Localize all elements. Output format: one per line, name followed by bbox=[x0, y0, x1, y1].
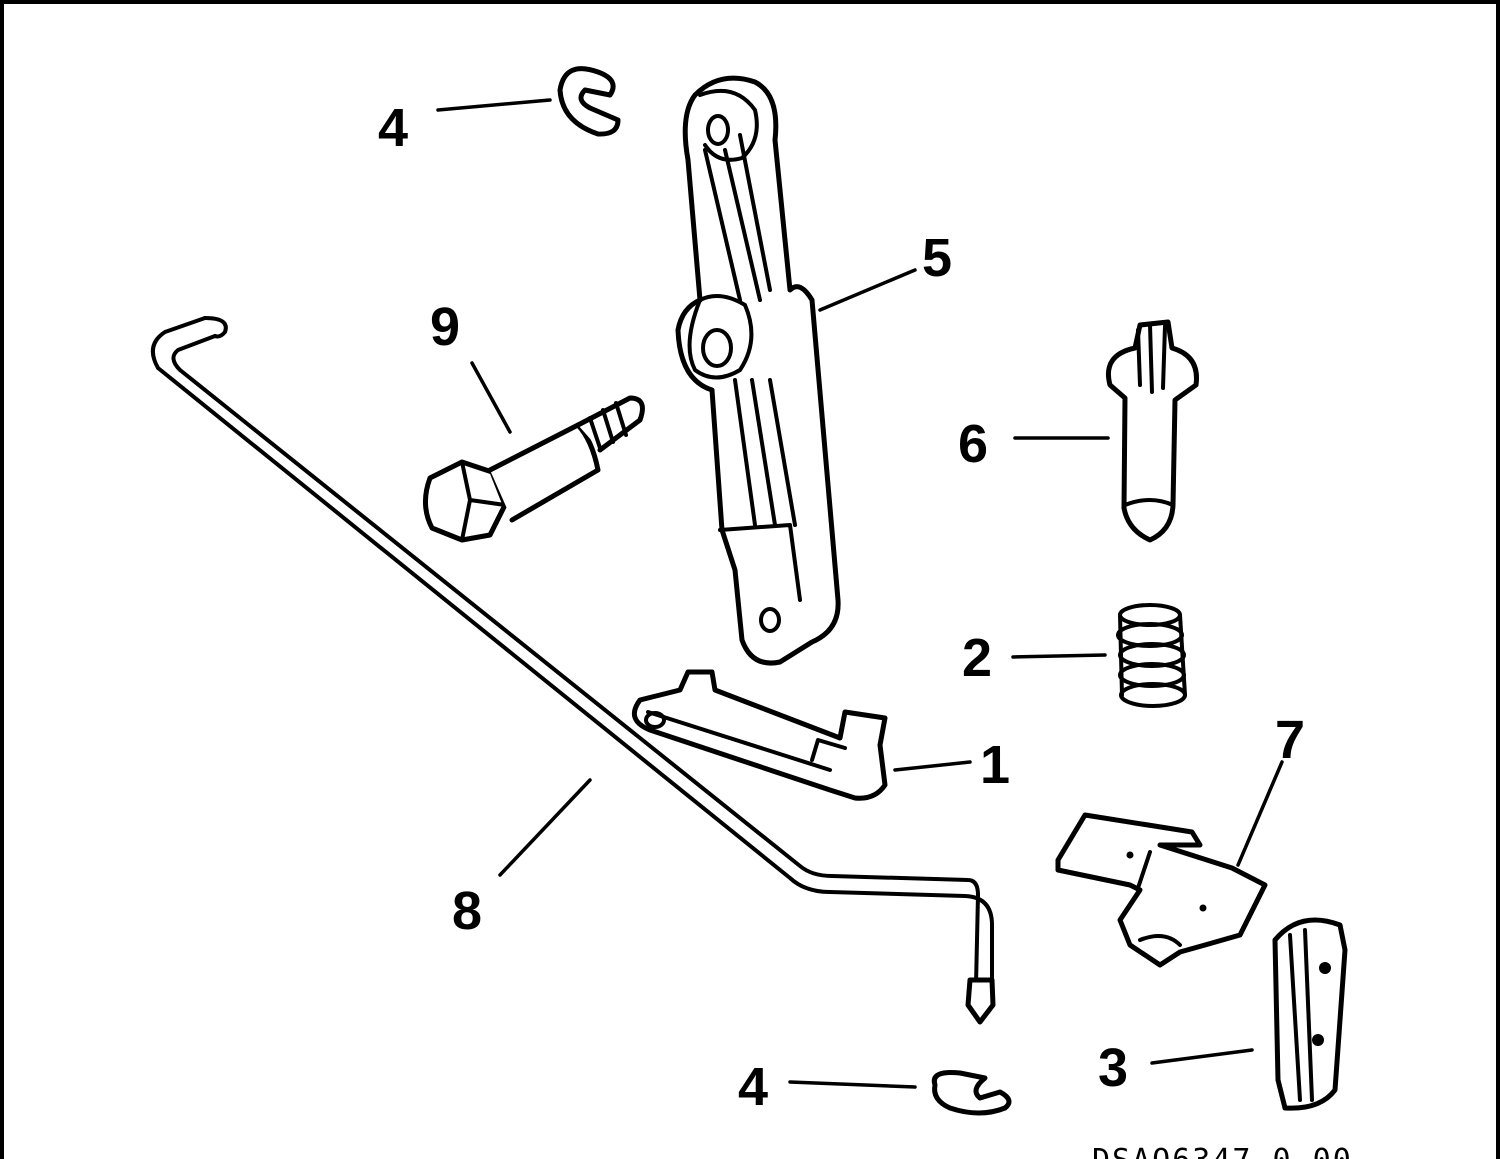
callout-8: 8 bbox=[452, 881, 482, 941]
callout-3: 3 bbox=[1098, 1038, 1128, 1098]
push-pin-fastener bbox=[1106, 319, 1199, 543]
leader-9 bbox=[470, 361, 512, 434]
callout-9: 9 bbox=[430, 297, 460, 357]
leader-4-bottom bbox=[788, 1080, 917, 1089]
retaining-clip-bottom bbox=[931, 1070, 1012, 1116]
callout-7: 7 bbox=[1275, 710, 1305, 770]
coil-spring bbox=[1116, 603, 1187, 708]
leader-1 bbox=[893, 760, 972, 772]
callout-6: 6 bbox=[958, 414, 988, 474]
throttle-lever-arm bbox=[675, 75, 841, 666]
leader-3 bbox=[1150, 1048, 1254, 1065]
retaining-clip-top bbox=[557, 66, 621, 137]
callout-1: 1 bbox=[980, 735, 1010, 795]
leader-8 bbox=[498, 778, 592, 877]
callout-5: 5 bbox=[922, 228, 952, 288]
leader-5 bbox=[818, 268, 917, 312]
callout-4-bottom: 4 bbox=[738, 1057, 768, 1117]
linkage-rod bbox=[150, 316, 996, 1025]
mounting-bracket-plate bbox=[1055, 812, 1268, 968]
leader-4-top bbox=[436, 98, 552, 112]
cam-follower-lever bbox=[631, 669, 888, 801]
callout-2: 2 bbox=[962, 628, 992, 688]
shoulder-bolt bbox=[423, 395, 645, 543]
leader-7 bbox=[1236, 760, 1284, 867]
leader-lines bbox=[436, 98, 1284, 1089]
roller-block bbox=[1272, 917, 1348, 1111]
leader-2 bbox=[1011, 653, 1107, 659]
reference-code: DSAQ6347 0 00 bbox=[1092, 1143, 1353, 1159]
callout-labels: 4 5 9 6 2 1 7 8 4 3 bbox=[378, 98, 1305, 1117]
callout-4-top: 4 bbox=[378, 98, 408, 158]
